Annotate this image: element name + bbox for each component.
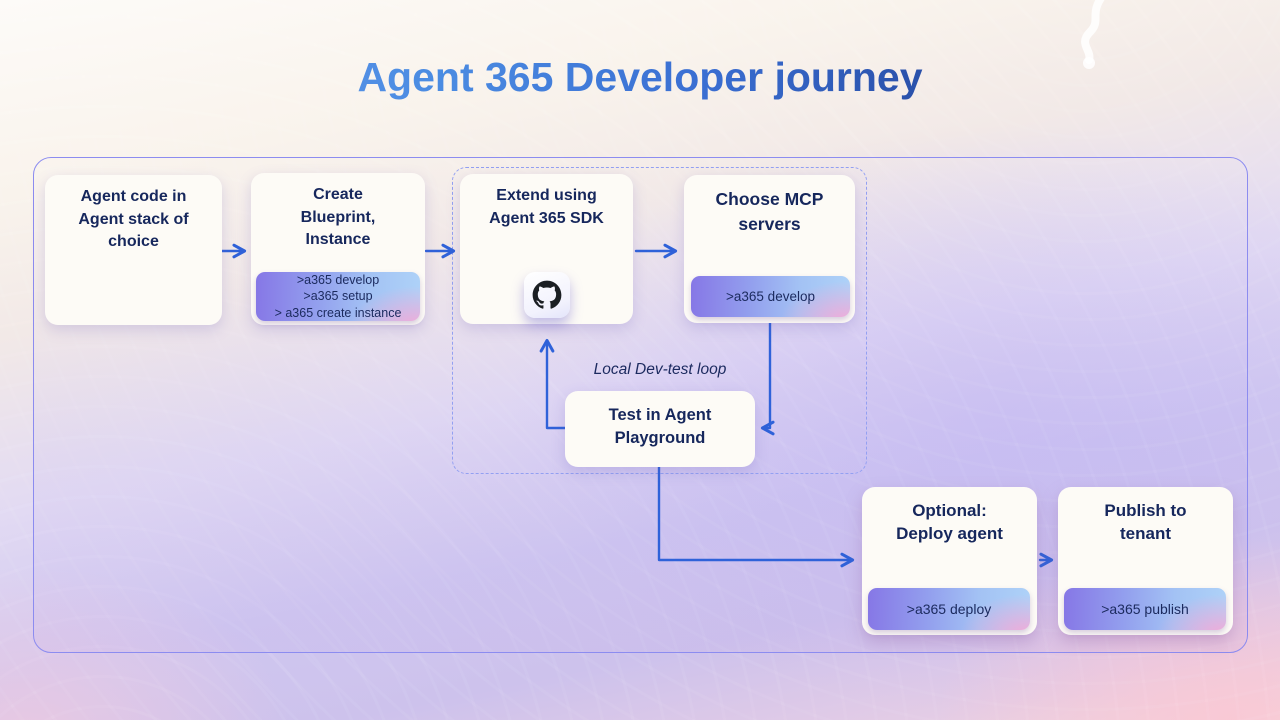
github-icon [532,280,561,309]
cli-command: > a365 create instance [274,305,402,320]
box-label: Choose MCP servers [715,189,824,235]
box-create-blueprint: Create Blueprint, Instance >a365 develop… [251,173,425,325]
box-label: Agent code in Agent stack of choice [78,188,189,251]
page-title: Agent 365 Developer journey [0,54,1280,101]
cli-command: >a365 develop [296,272,380,287]
box-extend-sdk: Extend using Agent 365 SDK [460,174,633,324]
cli-command-badge: >a365 publish [1064,588,1226,630]
cli-command: >a365 develop [726,289,815,304]
box-label: Optional: Deploy agent [896,501,1003,544]
cli-command-badge: >a365 deploy [868,588,1030,630]
github-chip [523,272,570,318]
cli-command-badge: >a365 develop [691,276,850,317]
box-label: Test in Agent Playground [608,406,712,448]
cli-command: >a365 publish [1101,601,1189,617]
dev-test-loop-label: Local Dev-test loop [593,361,727,378]
box-choose-mcp: Choose MCP servers >a365 develop [684,175,855,323]
box-label: Create Blueprint, Instance [300,186,376,249]
box-label: Publish to tenant [1104,501,1187,544]
cli-command: >a365 setup [303,289,373,304]
cli-command: >a365 deploy [906,601,992,617]
box-test-playground: Test in Agent Playground [565,391,755,467]
box-agent-code: Agent code in Agent stack of choice [45,175,222,325]
box-deploy: Optional: Deploy agent >a365 deploy [862,487,1037,635]
cli-commands-badge: >a365 develop >a365 setup > a365 create … [256,272,420,321]
box-label: Extend using Agent 365 SDK [489,187,604,227]
box-publish: Publish to tenant >a365 publish [1058,487,1233,635]
